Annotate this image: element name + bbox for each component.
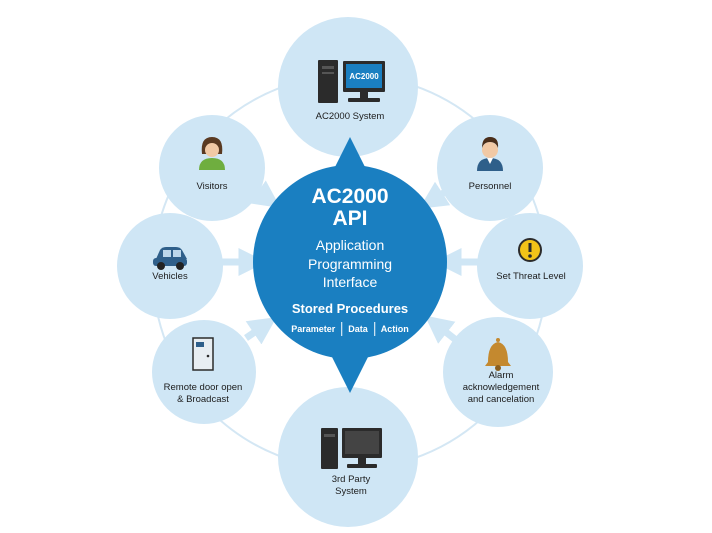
arrow-personnel xyxy=(419,181,451,209)
node-visitors-label: Visitors xyxy=(196,181,228,192)
node-remote-door-label: Remote door open & Broadcast xyxy=(164,382,243,406)
arrow-alarm xyxy=(424,315,459,344)
third-party-line1: 3rd Party xyxy=(331,474,371,485)
person-icon xyxy=(477,137,503,171)
stored-procedures-label: Stored Procedures xyxy=(291,301,409,316)
core-params: Parameter Data Action xyxy=(291,322,409,336)
node-ac2000-system-label: AC2000 System xyxy=(315,111,385,122)
param-parameter: Parameter xyxy=(291,324,336,334)
core-title-line1: AC2000 xyxy=(311,185,389,208)
arrow-visitors xyxy=(249,180,281,209)
woman-icon xyxy=(199,137,225,170)
node-third-party-label: 3rd Party System xyxy=(332,474,371,498)
alarm-line2: acknowledgement xyxy=(462,382,540,393)
node-personnel-label: Personnel xyxy=(468,181,512,192)
core-title-line2: API xyxy=(332,207,368,230)
third-party-line2: System xyxy=(335,486,367,497)
param-divider xyxy=(341,322,343,336)
core-circle xyxy=(253,165,447,359)
param-action: Action xyxy=(380,324,409,334)
node-threat-circle xyxy=(477,213,583,319)
computer-icon xyxy=(321,428,382,469)
param-data: Data xyxy=(348,324,368,334)
node-alarm-label: Alarm acknowledgement and cancelation xyxy=(463,370,540,406)
core-subtitle-line3: Interface xyxy=(322,274,378,290)
core-subtitle-line2: Programming xyxy=(307,255,393,272)
bell-icon xyxy=(485,338,511,371)
remote-door-line1: Remote door open xyxy=(163,382,243,393)
remote-door-line2: & Broadcast xyxy=(177,394,229,405)
computer-icon: AC2000 xyxy=(318,60,385,103)
core-subtitle-line1: Application xyxy=(315,237,385,253)
arrow-remote-door xyxy=(244,317,277,345)
door-icon xyxy=(192,337,214,371)
node-alarm-circle xyxy=(443,317,553,427)
car-icon xyxy=(153,247,187,270)
node-threat-label: Set Threat Level xyxy=(496,271,566,282)
alarm-line3: and cancelation xyxy=(467,394,535,405)
core-title: AC2000 API xyxy=(311,186,388,230)
warning-icon xyxy=(518,238,542,262)
node-vehicles-label: Vehicles xyxy=(152,271,188,282)
node-remote-door-circle xyxy=(152,320,256,424)
param-divider xyxy=(373,322,375,336)
alarm-line1: Alarm xyxy=(488,370,514,381)
core-subtitle: Application Programming Interface xyxy=(308,236,392,292)
screen-text: AC2000 xyxy=(349,72,379,81)
